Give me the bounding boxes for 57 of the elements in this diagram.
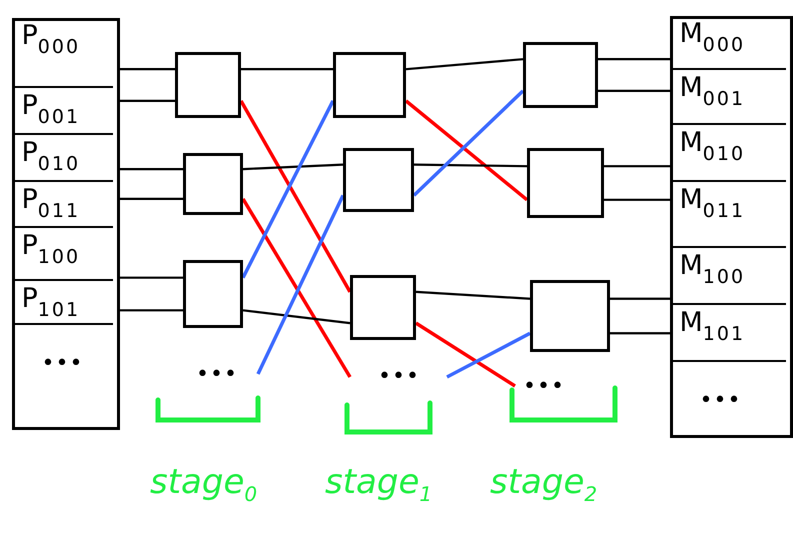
switch-box <box>523 42 598 108</box>
switch-box <box>175 52 241 118</box>
processor-column <box>12 18 120 430</box>
connector-line <box>446 332 531 379</box>
port-label: P$_{011}$ <box>22 186 80 220</box>
switch-box <box>350 275 416 340</box>
connector-line <box>242 164 344 170</box>
connector-line <box>120 68 175 70</box>
connector-line <box>120 168 183 170</box>
connector-line <box>416 290 530 300</box>
connector-line <box>598 90 670 92</box>
port-label: M$_{000}$ <box>680 20 746 54</box>
port-label: P$_{000}$ <box>22 22 80 56</box>
connector-line <box>610 332 670 334</box>
memory-column <box>670 16 793 438</box>
port-label: P$_{101}$ <box>22 284 80 320</box>
ellipsis: ••• <box>196 364 238 386</box>
port-label: P$_{001}$ <box>22 92 80 126</box>
port-label: P$_{010}$ <box>22 138 80 174</box>
stage-label: stage$_{0}$ <box>150 462 258 506</box>
switch-box <box>183 260 243 328</box>
switch-box <box>527 148 604 218</box>
connector-line <box>256 194 345 375</box>
connector-line <box>242 309 350 324</box>
port-label: M$_{011}$ <box>680 186 746 220</box>
ellipsis: ••• <box>523 376 565 398</box>
ellipsis: ••• <box>42 352 84 374</box>
switch-box <box>343 148 414 212</box>
connector-line <box>406 58 524 70</box>
port-label: M$_{101}$ <box>680 308 746 344</box>
connector-line <box>610 298 670 300</box>
connector-line <box>120 100 175 102</box>
switch-box <box>333 52 406 118</box>
stage-label: stage$_{1}$ <box>325 462 432 506</box>
connector-line <box>415 322 516 388</box>
stage-label: stage$_{2}$ <box>490 462 598 506</box>
connector-line <box>120 198 183 200</box>
connector-line <box>412 90 524 197</box>
ellipsis: ••• <box>700 390 742 412</box>
switch-box <box>530 280 610 352</box>
connector-line <box>241 68 333 70</box>
switch-box <box>183 153 243 215</box>
connector-line <box>242 198 352 378</box>
connector-line <box>241 100 335 278</box>
port-label: M$_{010}$ <box>680 128 746 164</box>
connector-line <box>604 165 670 168</box>
connector-line <box>414 164 528 168</box>
ellipsis: ••• <box>378 366 420 388</box>
connector-line <box>598 58 670 60</box>
port-label: M$_{001}$ <box>680 74 746 108</box>
connector-line <box>120 309 183 312</box>
port-label: P$_{100}$ <box>22 232 80 266</box>
connector-line <box>604 198 670 201</box>
connector-line <box>120 276 183 279</box>
port-label: M$_{100}$ <box>680 252 746 286</box>
connector-line <box>404 99 528 202</box>
connector-line <box>239 100 352 293</box>
